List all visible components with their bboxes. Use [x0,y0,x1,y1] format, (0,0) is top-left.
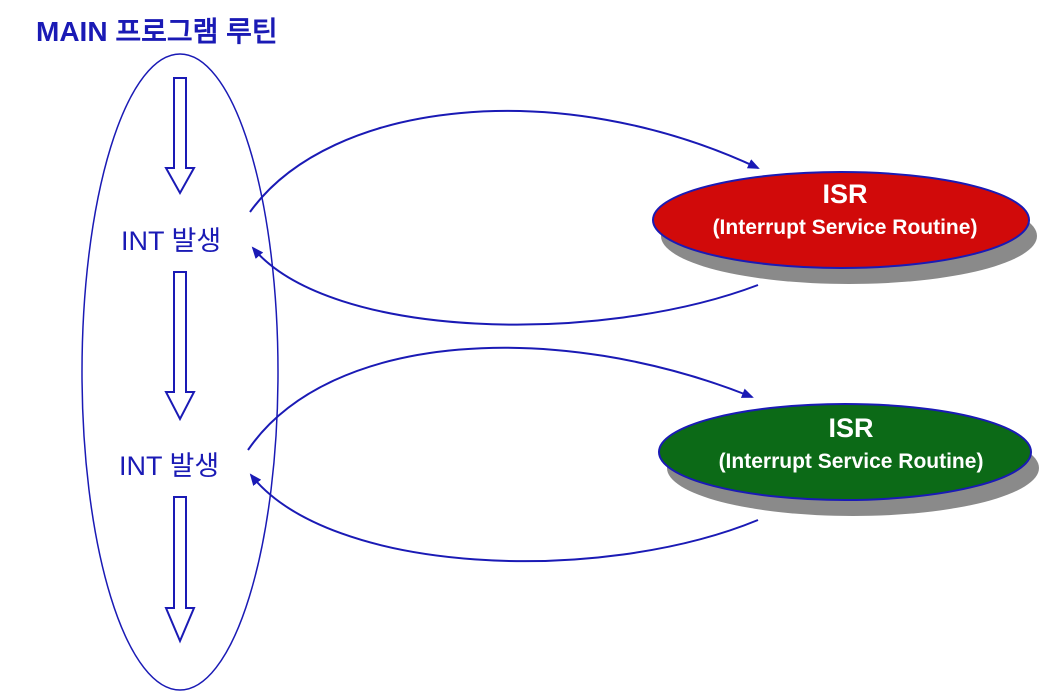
isr-block-1-subtitle: (Interrupt Service Routine) [713,216,978,239]
isr-block-1-body [652,171,1030,269]
flow-down-arrow-1 [164,77,196,196]
flow-down-arrow-3 [164,496,196,644]
isr-block-2: ISR (Interrupt Service Routine) [658,403,1039,516]
call-arrow-isr-1 [249,110,760,213]
isr-block-2-body [658,403,1032,501]
main-routine-ellipse [81,53,279,691]
main-routine-title: MAIN 프로그램 루틴 [36,16,278,47]
isr-block-1: ISR (Interrupt Service Routine) [652,171,1037,284]
isr-block-2-subtitle: (Interrupt Service Routine) [719,450,984,473]
return-arrow-isr-2 [249,473,759,563]
int-occurrence-label-2: INT 발생 [119,451,219,481]
isr-block-2-title: ISR [828,413,873,443]
return-arrow-isr-1 [251,246,759,326]
isr-block-1-title: ISR [822,179,867,209]
call-arrow-isr-2 [247,346,754,451]
int-occurrence-label-1: INT 발생 [121,226,221,256]
flow-down-arrow-2 [164,271,196,422]
